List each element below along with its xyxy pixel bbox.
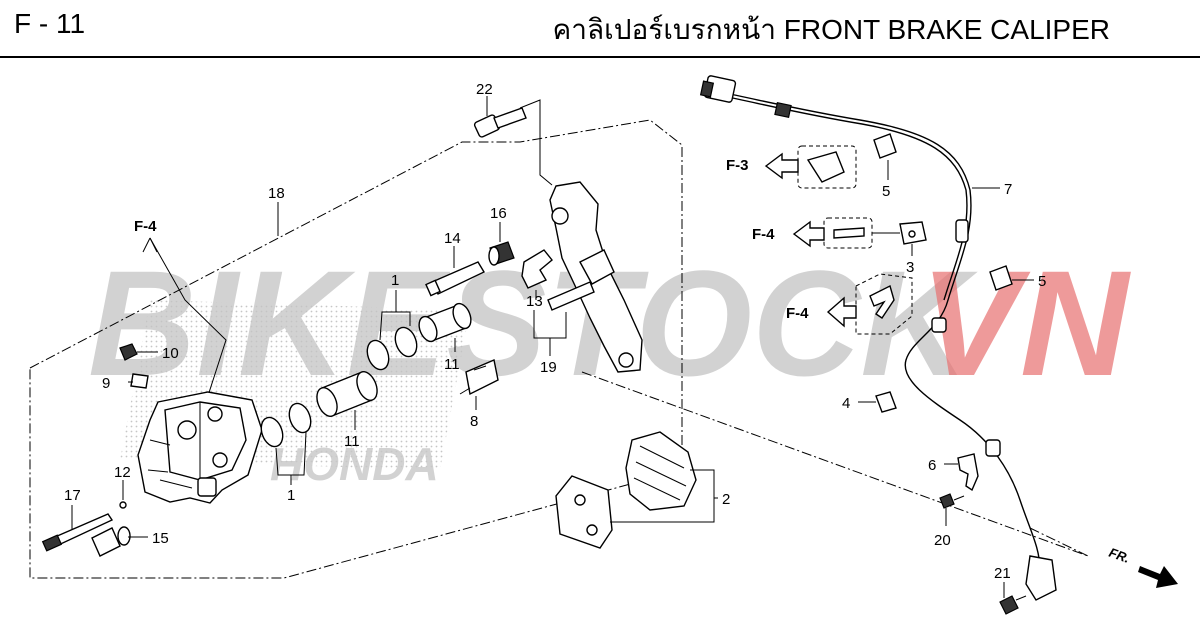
part-4: 4: [842, 391, 897, 413]
part-14-slide-pin: 14: [425, 230, 485, 297]
callout-10: 10: [162, 345, 179, 362]
part-5-clip-upper: 5: [873, 133, 897, 200]
parts-diagram: BIKESTOCK VN HONDA F-4 9 10 12: [29, 75, 1178, 615]
callout-19: 19: [540, 359, 557, 376]
part-6: 6: [928, 453, 979, 492]
part-3: 3: [872, 221, 927, 276]
callout-9: 9: [102, 375, 110, 392]
part-16-boot: 16: [488, 205, 515, 266]
callout-20: 20: [934, 532, 951, 549]
ref-f4-left: F-4: [134, 218, 227, 406]
callout-5-upper: 5: [882, 183, 890, 200]
watermark-brand: HONDA: [270, 438, 439, 490]
callout-18: 18: [268, 185, 285, 202]
assembly-outline: [29, 119, 683, 579]
part-2-brake-pads: 2: [555, 431, 730, 549]
front-direction-arrow: FR.: [1107, 545, 1178, 588]
callout-16: 16: [490, 205, 507, 222]
part-21-bolt: 21: [994, 565, 1027, 615]
callout-14: 14: [444, 230, 461, 247]
callout-5-lower: 5: [1038, 273, 1046, 290]
callout-7: 7: [1004, 181, 1012, 198]
ref-f3: F-3: [726, 145, 857, 189]
callout-11-upper: 11: [444, 356, 460, 373]
part-22-bolt: 22: [473, 81, 527, 138]
page-code: F - 11: [14, 8, 86, 39]
callout-15: 15: [152, 530, 169, 547]
part-12: 12: [114, 464, 131, 509]
callout-1-lower: 1: [287, 487, 295, 504]
part-18-assembly-label: 18: [268, 185, 285, 236]
front-label: FR.: [1107, 545, 1132, 566]
callout-2: 2: [722, 491, 730, 508]
part-13-clip: 13: [521, 249, 553, 310]
part-1-seals-upper: 1: [366, 272, 418, 371]
caliper-body: [137, 391, 263, 504]
callout-22: 22: [476, 81, 493, 98]
ref-f4-left-label: F-4: [134, 218, 157, 235]
callout-13: 13: [526, 293, 543, 310]
part-15-plug: 15: [91, 526, 169, 557]
part-19-bracket: 19: [519, 99, 643, 376]
callout-3: 3: [906, 259, 914, 276]
part-17-pin: 17: [41, 487, 114, 552]
callout-17: 17: [64, 487, 81, 504]
ref-f4-a-label: F-4: [752, 226, 775, 243]
part-9-bleeder: 9: [102, 373, 149, 392]
part-10-cap: 10: [119, 343, 179, 362]
callout-6: 6: [928, 457, 936, 474]
callout-8: 8: [470, 413, 478, 430]
ref-f4-b: F-4: [786, 273, 913, 335]
part-11-piston-lower: 11: [316, 370, 378, 450]
callout-1-upper: 1: [391, 272, 399, 289]
page-title: คาลิเปอร์เบรกหน้า FRONT BRAKE CALIPER: [552, 14, 1110, 45]
callout-11-lower: 11: [344, 433, 360, 450]
page-header: F - 11 คาลิเปอร์เบรกหน้า FRONT BRAKE CAL…: [0, 0, 1200, 58]
callout-4: 4: [842, 395, 850, 412]
callout-21: 21: [994, 565, 1011, 582]
ref-f3-label: F-3: [726, 157, 749, 174]
ref-f4-a: F-4: [752, 217, 873, 249]
watermark-accent: VN: [920, 239, 1131, 407]
part-11-piston-upper: 11: [418, 302, 472, 373]
assembly-line-end: [1029, 527, 1089, 557]
part-20-bolt: 20: [934, 493, 965, 549]
callout-12: 12: [114, 464, 131, 481]
part-7-sensor-harness: 7: [699, 75, 1057, 601]
part-8-pad-spring: 8: [459, 359, 499, 430]
part-1-seals-lower: 1: [260, 402, 312, 504]
ref-f4-b-label: F-4: [786, 305, 809, 322]
part-5-clip-lower: 5: [989, 265, 1046, 291]
